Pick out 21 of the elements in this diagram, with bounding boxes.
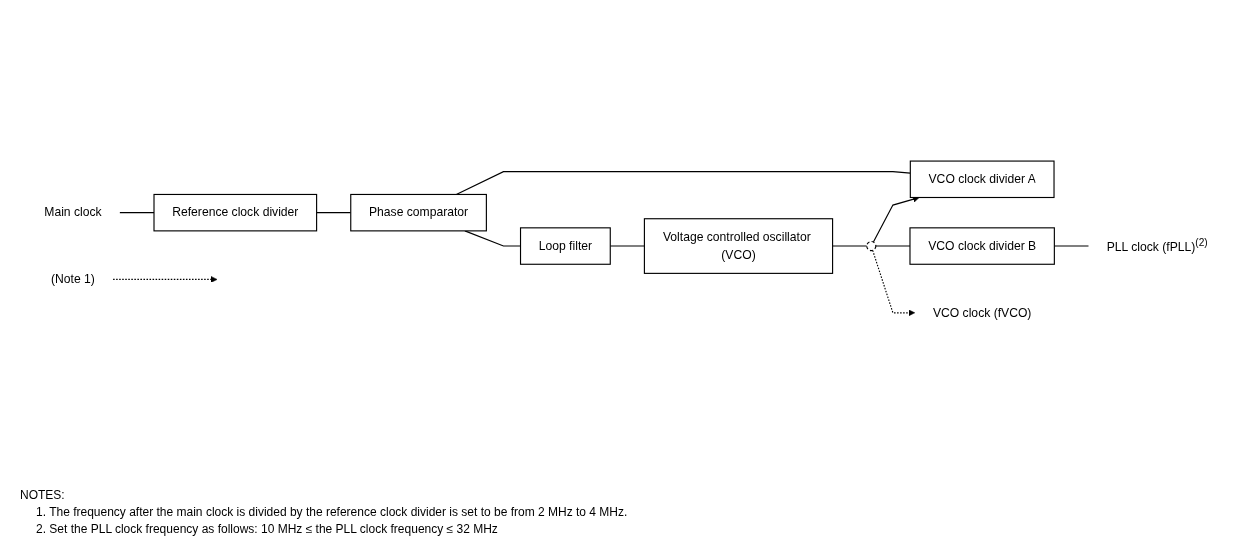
arrow: [872, 196, 920, 244]
note-text: 1. The frequency after the main clock is divided by the reference clock divider is set to be from 2 MHz to 4 MHz.: [36, 504, 629, 521]
node-text: VCO clock (fVCO): [932, 306, 1032, 320]
note-text: 2. Set the PLL clock frequency as follows: 10 MHz ≤ the PLL clock frequency ≤ 32 MHz: [36, 521, 499, 538]
connector: [455, 171, 911, 196]
node-text: (Note 1): [51, 273, 95, 286]
node-box: [153, 194, 318, 232]
arrow: [872, 250, 915, 317]
connector: [119, 212, 155, 214]
node-circle: [866, 241, 877, 252]
arrow: [112, 276, 218, 284]
node-box: [909, 160, 1055, 199]
node-box: [350, 194, 487, 232]
node-box: [643, 218, 834, 275]
pll-block-diagram: Main clock VCO clock divider A Reference clock divider Phase comparator Loop filter Voltage controlled oscillator (VCO) VCO clock divider B PLL clock (fPLL)$^{(2)}$ VCO clock (fVCO) (Note 1): [20, 155, 1232, 338]
notes-heading: NOTES:: [20, 487, 66, 504]
connector: [832, 245, 868, 248]
node-text: Main clock: [44, 206, 102, 220]
node-text: PLL clock (fPLL): [1106, 240, 1196, 254]
node-box: [909, 227, 1055, 266]
node-box: [519, 227, 611, 266]
